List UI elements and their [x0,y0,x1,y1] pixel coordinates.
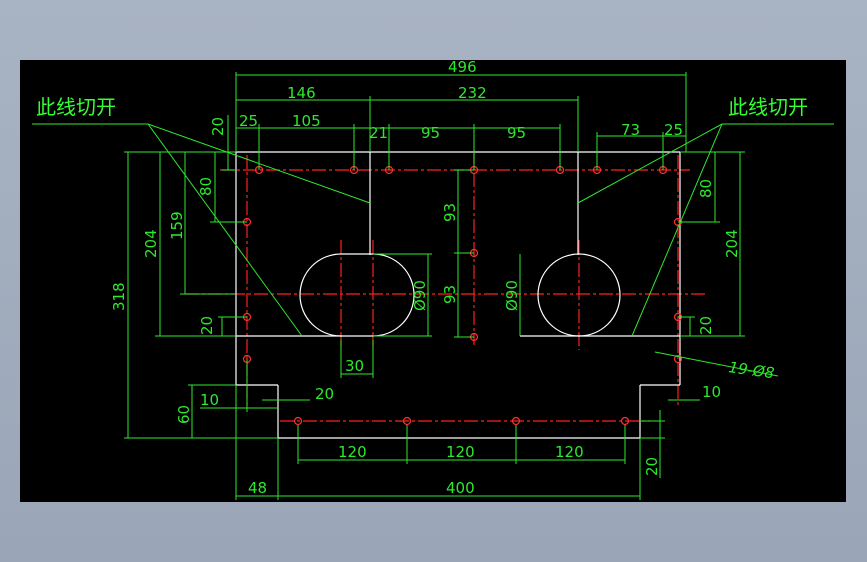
dim-30: 30 [345,357,364,375]
dim-95-a: 95 [421,124,440,142]
dim-48: 48 [248,479,267,497]
dim-20-left: 20 [198,316,216,335]
dim-dia90-left: Ø90 [411,280,429,311]
dim-25-left: 25 [239,112,258,130]
part-outline [235,151,681,439]
dim-120-a: 120 [338,443,367,461]
leader-left-b [147,123,303,337]
dim-105: 105 [292,112,321,130]
dim-204-right: 204 [723,229,741,258]
dim-20-top: 20 [209,117,227,136]
dim-20-right: 20 [697,316,715,335]
drawing-canvas: 496 146 232 25 105 21 95 95 73 25 20 80 … [32,58,834,500]
dim-20-bottom: 20 [643,457,661,476]
dimension-labels: 496 146 232 25 105 21 95 95 73 25 20 80 … [110,58,775,497]
dim-318: 318 [110,282,128,311]
dim-120-b: 120 [446,443,475,461]
dim-93-a: 93 [441,203,459,222]
leader-holes-note [654,351,779,377]
dim-120-c: 120 [555,443,584,461]
dim-dia90-right: Ø90 [503,280,521,311]
dim-400: 400 [446,479,475,497]
slot-left [299,253,415,337]
dim-21: 21 [369,124,388,142]
dim-80-left: 80 [197,177,215,196]
hole [402,416,412,426]
hole [620,416,630,426]
dim-204-left: 204 [142,229,160,258]
dim-95-b: 95 [507,124,526,142]
cut-note-right: 此线切开 [728,95,808,119]
cut-notes: 此线切开 此线切开 [36,95,808,119]
hole [673,354,683,364]
leader-right-b [631,123,723,337]
leader-left-a [147,123,371,204]
dimension-lines [32,72,834,500]
dim-25-right: 25 [664,121,683,139]
dim-93-b: 93 [441,285,459,304]
cut-note-left: 此线切开 [36,95,116,119]
dim-232: 232 [458,84,487,102]
dim-73: 73 [621,121,640,139]
dim-159: 159 [168,211,186,240]
holes [242,165,683,426]
dim-80-right: 80 [697,179,715,198]
dim-146: 146 [287,84,316,102]
dim-10-left: 10 [200,391,219,409]
holes-note: 19-Ø8 [727,358,775,382]
cad-viewport[interactable]: 496 146 232 25 105 21 95 95 73 25 20 80 … [20,58,846,502]
hole [293,416,303,426]
hole [511,416,521,426]
leader-right-a [577,123,723,204]
dim-20-notch: 20 [315,385,334,403]
dim-60: 60 [175,405,193,424]
dim-overall-width: 496 [448,60,477,76]
circle-right [537,253,621,337]
dim-10-right: 10 [702,383,721,401]
